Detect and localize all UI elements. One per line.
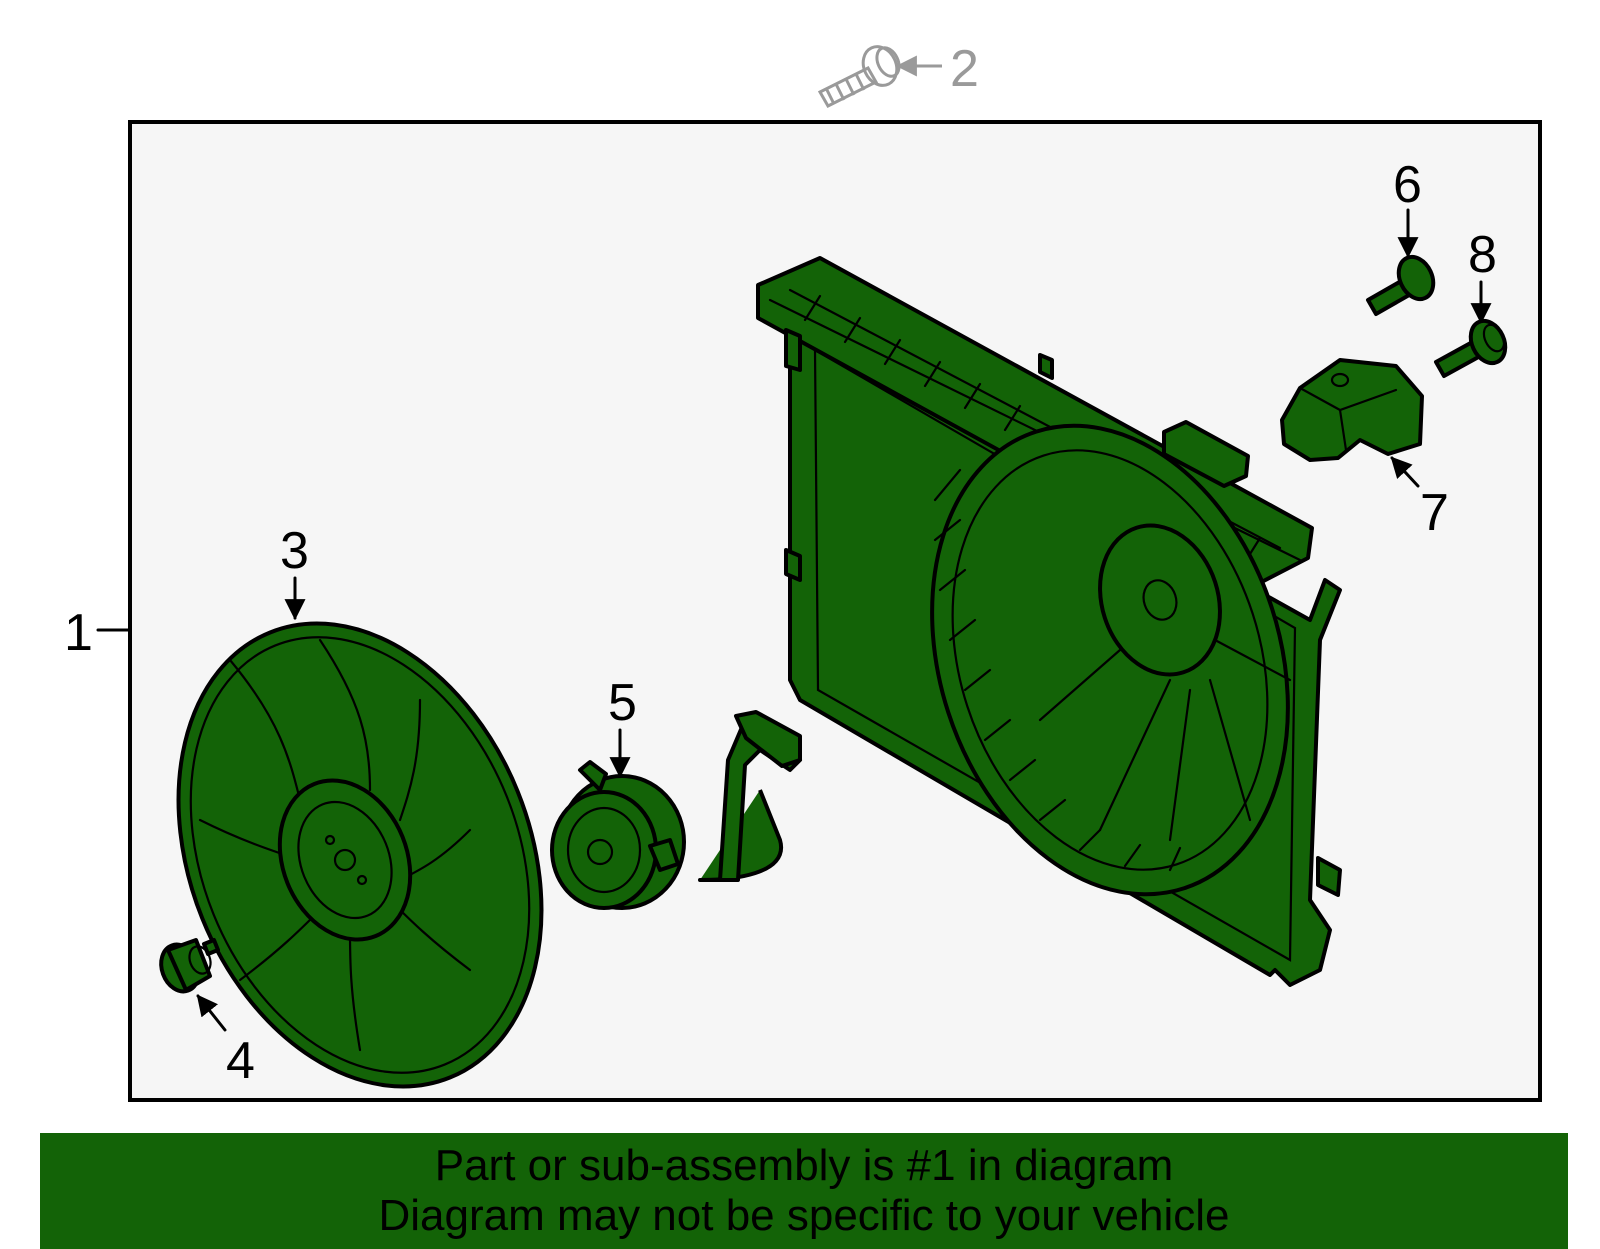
resistor-7-icon bbox=[1280, 358, 1424, 462]
callout-6[interactable]: 6 bbox=[1393, 156, 1422, 259]
screw-8-icon bbox=[1434, 318, 1508, 378]
callout-4[interactable]: 4 bbox=[196, 994, 255, 1090]
fan-blade-icon bbox=[176, 621, 544, 1089]
callout-5-label: 5 bbox=[608, 674, 637, 732]
callout-1[interactable]: 1 bbox=[64, 604, 132, 662]
callout-3-label: 3 bbox=[280, 522, 309, 580]
info-banner: Part or sub-assembly is #1 in diagram Di… bbox=[40, 1133, 1568, 1249]
callout-6-label: 6 bbox=[1393, 156, 1422, 214]
callout-7-label: 7 bbox=[1420, 484, 1449, 542]
screw-6-icon bbox=[1366, 254, 1436, 316]
nut-4-icon bbox=[159, 938, 220, 994]
fan-shroud-icon bbox=[756, 256, 1342, 987]
bolt-2-icon bbox=[817, 45, 901, 108]
callout-8-label: 8 bbox=[1468, 226, 1497, 284]
callout-8[interactable]: 8 bbox=[1468, 226, 1497, 325]
callout-2-label: 2 bbox=[950, 40, 979, 98]
callout-7[interactable]: 7 bbox=[1390, 456, 1449, 542]
banner-line-2: Diagram may not be specific to your vehi… bbox=[378, 1191, 1230, 1240]
banner-line-1: Part or sub-assembly is #1 in diagram bbox=[434, 1141, 1174, 1190]
callout-1-label: 1 bbox=[64, 604, 93, 662]
callout-2[interactable]: 2 bbox=[817, 40, 979, 108]
callout-4-label: 4 bbox=[226, 1032, 255, 1090]
callout-5[interactable]: 5 bbox=[608, 674, 637, 779]
callout-3[interactable]: 3 bbox=[280, 522, 309, 621]
fan-motor-icon bbox=[550, 710, 802, 910]
